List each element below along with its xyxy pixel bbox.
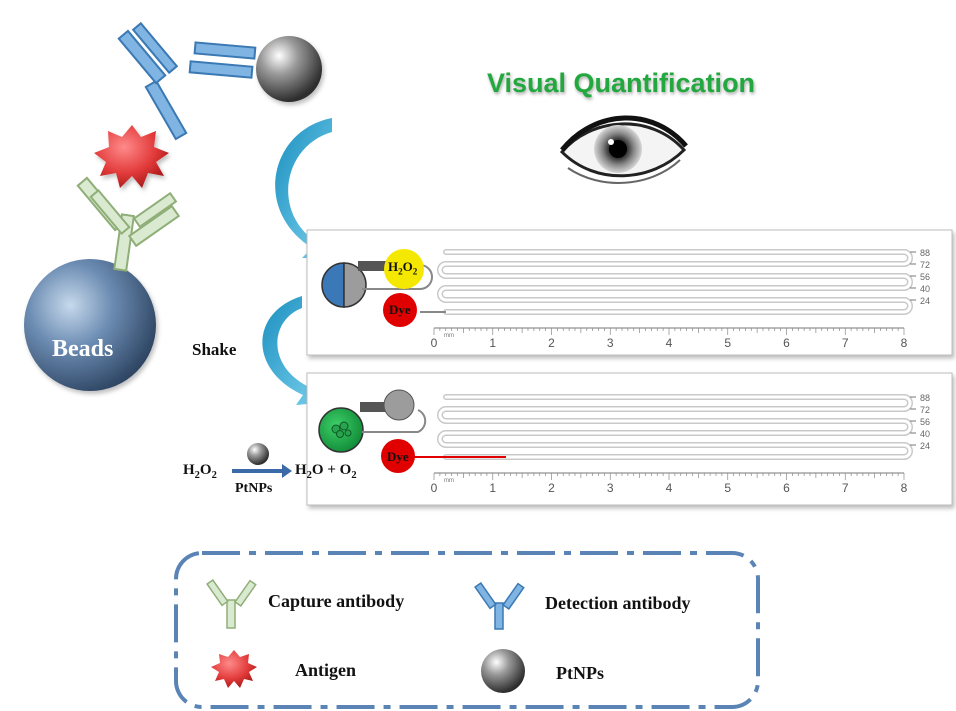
chamber-green [318, 407, 364, 453]
channel-mark-label: 56 [920, 417, 930, 427]
channel-mark-label: 72 [920, 405, 930, 415]
ruler-tick-label: 5 [724, 481, 731, 495]
shake-label: Shake [192, 340, 237, 359]
dye-label-top: Dye [389, 302, 411, 317]
capture-antibody-icon [76, 176, 181, 272]
ptnp-chamber-bottom [383, 389, 415, 421]
ruler-tick-label: 6 [783, 336, 790, 350]
legend-capture-antibody-label: Capture antibody [268, 591, 405, 611]
legend-box [174, 551, 760, 709]
legend-ptnps-label: PtNPs [556, 663, 604, 683]
h2o2-text: H2O2 [388, 259, 418, 277]
panel-top [306, 229, 953, 356]
ruler-unit-label: mm [444, 478, 454, 484]
ruler-tick-label: 1 [489, 336, 496, 350]
beads-label: Beads [52, 336, 114, 362]
ruler-tick-label: 7 [842, 336, 849, 350]
chamber-half-blue [321, 262, 367, 308]
legend-ptnps-icon [481, 649, 525, 693]
detection-antibody-icon [117, 21, 257, 141]
flow-arrow-shake [262, 296, 330, 405]
h2o2-bubble [384, 249, 424, 289]
ruler-tick-label: 0 [431, 336, 438, 350]
flow-arrow-top [275, 118, 335, 258]
ruler-tick-label: 3 [607, 481, 614, 495]
reaction-products: H2O + O2 [295, 462, 357, 481]
bubbles-icon [331, 421, 352, 438]
legend-capture-antibody-icon [206, 579, 257, 629]
ruler-tick-label: 3 [607, 336, 614, 350]
ptnp-catalyst-icon [247, 443, 269, 465]
legend-antigen-icon [211, 650, 257, 688]
channel-mark-label: 88 [920, 393, 930, 403]
channel-mark-label: 88 [920, 248, 930, 258]
ruler-tick-label: 2 [548, 481, 555, 495]
ptnp-sphere [256, 36, 322, 102]
ruler-tick-label: 2 [548, 336, 555, 350]
legend-detection-antibody-label: Detection antibody [545, 593, 691, 613]
ruler-tick-label: 8 [901, 336, 908, 350]
antigen-star [94, 125, 169, 188]
channel-inner [438, 395, 912, 459]
reaction-catalyst: PtNPs [235, 481, 273, 496]
channel-mark-label: 24 [920, 441, 930, 451]
ruler-tick-label: 1 [489, 481, 496, 495]
h2o2-bubble-label: H2O2 [388, 259, 417, 277]
channel-mark-label: 40 [920, 429, 930, 439]
dye-label-bottom: Dye [387, 449, 409, 464]
eye-icon [559, 115, 688, 184]
channel-mark-label: 72 [920, 260, 930, 270]
ruler-tick-label: 4 [666, 336, 673, 350]
reactant-text: H2O2 [183, 462, 217, 481]
products-text: H2O + O2 [295, 462, 357, 481]
dye-bubble-bottom [381, 439, 415, 473]
ruler-tick-label: 7 [842, 481, 849, 495]
channel-mark-label: 40 [920, 284, 930, 294]
channel-mark-label: 24 [920, 296, 930, 306]
channel-mark-label: 56 [920, 272, 930, 282]
ruler-tick-label: 8 [901, 481, 908, 495]
reaction-arrow [232, 464, 292, 478]
ruler-tick-label: 0 [431, 481, 438, 495]
ruler-tick-label: 5 [724, 336, 731, 350]
ruler-tick-label: 6 [783, 481, 790, 495]
ruler-tick-label: 4 [666, 481, 673, 495]
legend-antigen-label: Antigen [295, 660, 357, 680]
reaction-reactant: H2O2 [183, 462, 217, 481]
bead-sphere [24, 259, 156, 391]
dye-bubble-top [383, 293, 417, 327]
legend-detection-antibody-icon [474, 582, 525, 630]
panel-bottom [306, 372, 953, 506]
ruler-unit-label: mm [444, 333, 454, 339]
channel-inner [438, 250, 912, 314]
title-visual-quantification: Visual Quantification [487, 68, 756, 98]
